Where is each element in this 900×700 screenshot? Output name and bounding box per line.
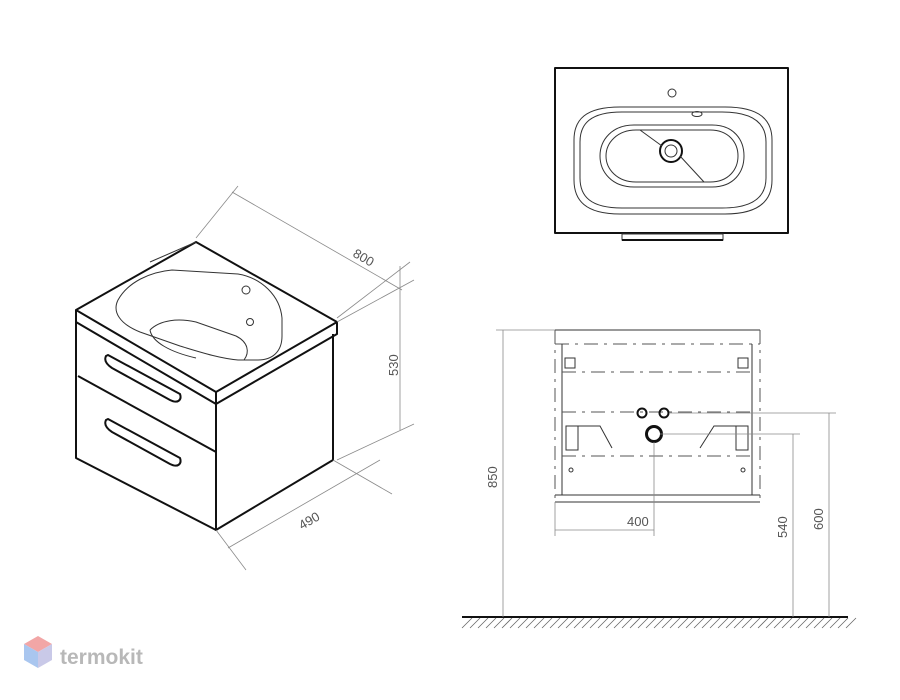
hatch-line: [501, 617, 513, 629]
hatch-line: [677, 617, 689, 629]
watermark-text: termokit: [60, 646, 143, 669]
hatch-line: [485, 617, 497, 629]
height-label: 530: [386, 354, 401, 376]
front-dimensions: [496, 329, 836, 617]
hatch-line: [717, 617, 729, 629]
logo-left-face: [24, 644, 38, 668]
hatch-line: [733, 617, 745, 629]
hatch-line: [653, 617, 665, 629]
hatch-line: [709, 617, 721, 629]
hatch-line: [509, 617, 521, 629]
hatch-line: [765, 617, 777, 629]
hatch-line: [565, 617, 577, 629]
hatch-line: [525, 617, 537, 629]
hatch-line: [549, 617, 561, 629]
isometric-view: [75, 241, 338, 531]
supply-height-label: 600: [811, 508, 826, 530]
total-height-label: 850: [485, 466, 500, 488]
hatch-line: [757, 617, 769, 629]
hatch-line: [837, 617, 849, 629]
depth-label: 490: [296, 509, 322, 533]
hatch-line: [725, 617, 737, 629]
hatch-line: [533, 617, 545, 629]
hatch-line: [685, 617, 697, 629]
hatch-line: [797, 617, 809, 629]
hatch-line: [661, 617, 673, 629]
hatch-line: [605, 617, 617, 629]
hatch-line: [477, 617, 489, 629]
hatch-line: [573, 617, 585, 629]
floor-hatch: [461, 617, 857, 629]
drain-height-label: 540: [775, 516, 790, 538]
hatch-line: [629, 617, 641, 629]
hatch-line: [541, 617, 553, 629]
hatch-line: [669, 617, 681, 629]
hatch-line: [741, 617, 753, 629]
top-view: [554, 67, 789, 241]
hatch-line: [469, 617, 481, 629]
logo-right-face: [38, 644, 52, 668]
hatch-line: [493, 617, 505, 629]
hatch-line: [613, 617, 625, 629]
hatch-line: [701, 617, 713, 629]
hatch-line: [821, 617, 833, 629]
width-label: 800: [351, 246, 377, 270]
hatch-line: [805, 617, 817, 629]
termokit-logo-icon: [24, 636, 52, 668]
drain-offset-label: 400: [627, 514, 649, 529]
hatch-line: [789, 617, 801, 629]
hatch-line: [645, 617, 657, 629]
hatch-line: [621, 617, 633, 629]
hatch-line: [773, 617, 785, 629]
hatch-line: [461, 617, 473, 629]
hatch-line: [637, 617, 649, 629]
hatch-line: [781, 617, 793, 629]
hatch-line: [749, 617, 761, 629]
hatch-line: [589, 617, 601, 629]
hatch-line: [813, 617, 825, 629]
hatch-line: [517, 617, 529, 629]
front-view: [462, 329, 848, 618]
hatch-line: [557, 617, 569, 629]
hatch-line: [581, 617, 593, 629]
iso-dimensions: [195, 185, 415, 571]
hatch-line: [597, 617, 609, 629]
hatch-line: [845, 617, 857, 629]
hatch-line: [829, 617, 841, 629]
hatch-line: [693, 617, 705, 629]
